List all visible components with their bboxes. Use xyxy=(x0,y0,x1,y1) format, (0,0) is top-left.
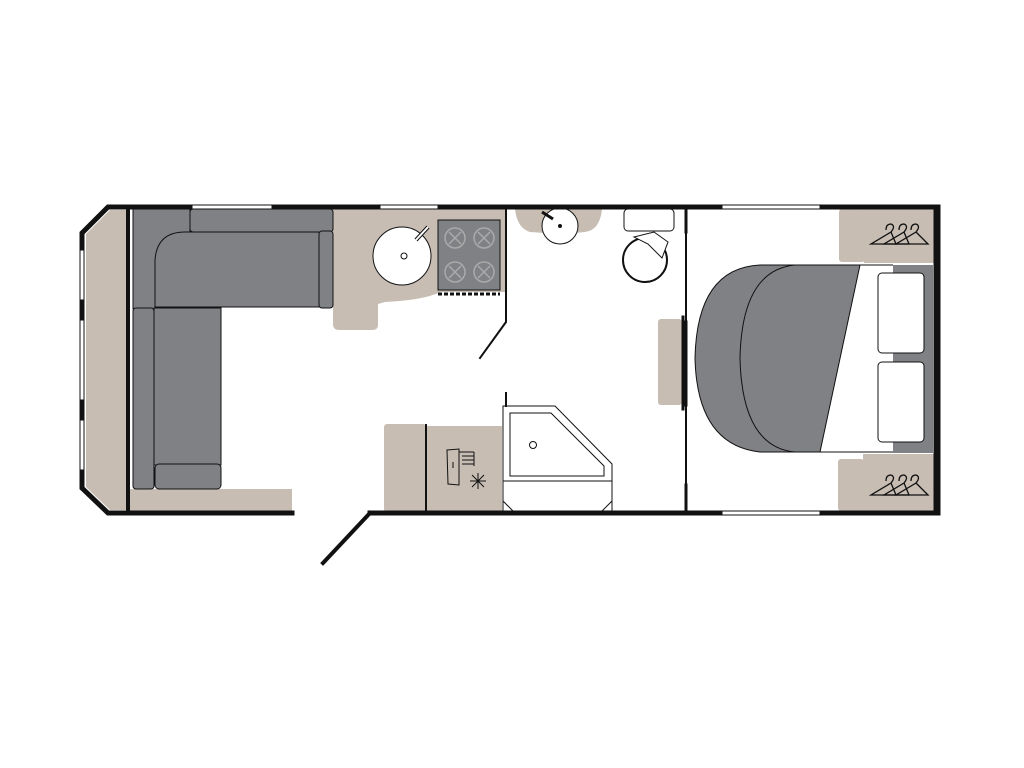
wardrobe-bottom xyxy=(863,454,935,511)
kitchen-tap-highlight xyxy=(415,226,429,241)
windows xyxy=(79,204,821,516)
shower-tray-inner xyxy=(509,412,605,477)
bed-mattress xyxy=(694,264,861,453)
sofa-seat-end xyxy=(318,230,334,309)
toilet-cistern xyxy=(623,208,675,232)
wardrobe-top xyxy=(864,209,935,263)
upholstery-layer xyxy=(132,208,933,490)
basin-tap-icon xyxy=(541,210,554,221)
fridge-icon xyxy=(446,448,486,489)
hanger-icon xyxy=(868,474,897,496)
walls xyxy=(79,204,941,566)
pillow xyxy=(877,361,925,443)
fridge-side-cabinet xyxy=(384,424,426,512)
bed-mattress-fold xyxy=(739,264,796,453)
window xyxy=(79,319,85,401)
window xyxy=(191,204,273,210)
entrance-door xyxy=(320,510,373,566)
washroom-cabinet xyxy=(658,319,682,405)
hanger-icon xyxy=(881,474,910,496)
window xyxy=(79,249,85,301)
wardrobe-bottom-side xyxy=(838,459,864,511)
burner-icon xyxy=(444,227,466,249)
kitchen-partition xyxy=(478,208,507,360)
shower-drain-icon xyxy=(529,441,537,449)
basin-drain-icon xyxy=(558,224,562,228)
fixtures-layer xyxy=(372,207,925,514)
pillow xyxy=(877,272,925,354)
front-chest-panel xyxy=(86,210,128,510)
burner-icon xyxy=(473,227,495,249)
window xyxy=(721,510,821,516)
sink-drain-icon xyxy=(400,252,408,260)
shower-base xyxy=(502,481,613,514)
hanger-icon xyxy=(868,223,897,245)
sofa-back-top xyxy=(189,208,334,233)
toilet-lid xyxy=(632,231,669,259)
burner-icon xyxy=(473,261,495,283)
sofa-seat-corner xyxy=(154,231,321,308)
snowflake-icon xyxy=(470,473,486,489)
window xyxy=(79,419,85,471)
window xyxy=(721,204,821,210)
hanger-icons xyxy=(868,223,930,496)
burner-cross-icon xyxy=(448,231,491,279)
lounge-side-shelf xyxy=(128,489,292,511)
bedroom-door-jambs xyxy=(681,207,688,515)
hob-burners xyxy=(444,227,495,283)
sofa-seat-lower xyxy=(153,307,222,466)
hanger-icon xyxy=(893,474,930,496)
wardrobe-top-side xyxy=(839,209,865,262)
outer-wall xyxy=(79,204,941,516)
fridge-cabinet xyxy=(426,426,502,512)
window xyxy=(379,204,439,210)
sofa-back-lower xyxy=(132,307,155,490)
hanger-icon xyxy=(881,223,910,245)
burner-icon xyxy=(444,261,466,283)
hanger-icon xyxy=(893,223,930,245)
sofa-seat-foot xyxy=(154,463,222,490)
